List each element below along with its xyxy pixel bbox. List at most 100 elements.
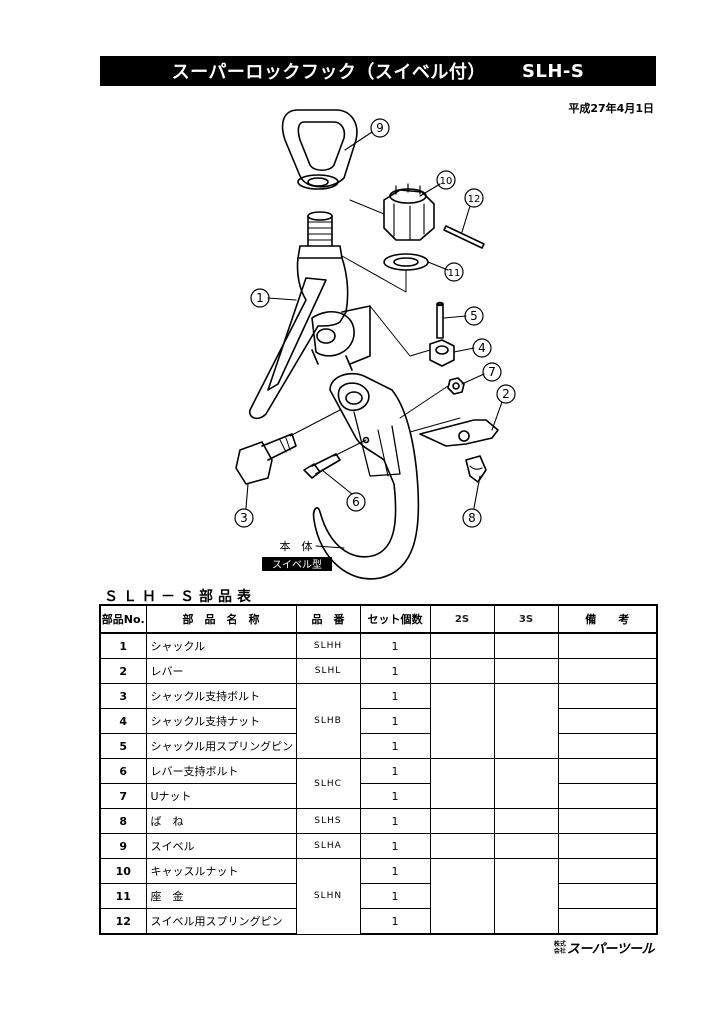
part-no: 12 (99, 908, 147, 935)
part-name: シャックル支持ボルト (145, 683, 297, 709)
table-header-row: 部品No. 部 品 名 称 品 番 セット個数 2S 3S 備 考 (99, 604, 658, 634)
part-code: SLHC (295, 758, 361, 809)
table-row: 2 レバー SLHL 1 (99, 658, 658, 684)
shackle-bolt-part (235, 433, 297, 485)
model-code: SLH-S (521, 60, 585, 82)
table-row: 9 スイベル SLHA 1 (99, 833, 658, 859)
callout-7: 7 (488, 365, 496, 379)
washer-part (383, 253, 429, 271)
callout-11: 11 (448, 268, 461, 279)
header-2s: 2S (429, 604, 495, 634)
shackle-part (248, 257, 371, 420)
part-code: SLHN (295, 858, 361, 935)
header-remarks: 備 考 (557, 604, 658, 634)
callout-5: 5 (470, 309, 478, 323)
table-row: 6 レバー支持ボルト SLHC 1 (99, 758, 658, 809)
header-name: 部 品 名 称 (145, 604, 297, 634)
parts-table-title: ＳＬＨ－Ｓ部品表 (104, 589, 256, 605)
company-prefix-line-1: 株式 (553, 940, 566, 948)
callout-9: 9 (376, 121, 384, 135)
part-no: 6 (99, 758, 147, 784)
part-qty: 1 (359, 733, 431, 759)
callout-10: 10 (440, 176, 453, 187)
part-code: SLHB (295, 683, 361, 759)
part-name: ば ね (145, 808, 297, 834)
issue-date: 平成27年4月1日 (568, 102, 654, 115)
callout-2: 2 (502, 387, 510, 401)
exploded-parts-drawing: 9 10 12 11 5 4 7 2 8 6 3 1 本 体 スイベル型 (234, 109, 516, 580)
company-logo: 株式 会社 スーパーツール (553, 938, 655, 958)
table-row: 12 スイベル用スプリングピン 1 (99, 908, 658, 935)
table-row: 1 シャックル SLHH 1 (99, 632, 658, 659)
callout-4: 4 (478, 341, 486, 355)
part-name: シャックル用スプリングピン (145, 733, 297, 759)
callout-3: 3 (240, 511, 248, 525)
part-no: 7 (99, 783, 147, 809)
part-no: 4 (99, 708, 147, 734)
part-name: レバー (145, 658, 297, 684)
part-qty: 1 (359, 908, 431, 935)
header-3s: 3S (493, 604, 559, 634)
hook-body-part (312, 372, 420, 580)
part-code: SLHS (295, 808, 361, 834)
company-prefix-line-2: 会社 (553, 947, 566, 955)
lever-part (409, 417, 499, 447)
table-row: 10 キャッスルナット SLHN 1 (99, 858, 658, 935)
part-qty: 1 (359, 632, 431, 659)
company-name: スーパーツール (566, 942, 655, 957)
part-qty: 1 (359, 783, 431, 809)
part-no: 11 (99, 883, 147, 909)
part-name: スイベル用スプリングピン (145, 908, 297, 935)
table-row: 5 シャックル用スプリングピン 1 (99, 733, 658, 759)
table-row: 4 シャックル支持ナット 1 (99, 708, 658, 734)
header-qty: セット個数 (359, 604, 431, 634)
title-text: スーパーロックフック（スイベル付） (171, 62, 486, 83)
header-no: 部品No. (99, 604, 147, 634)
callout-8: 8 (468, 511, 476, 525)
body-label: 本 体 (280, 539, 313, 553)
part-no: 9 (99, 833, 147, 859)
part-name: キャッスルナット (145, 858, 297, 884)
part-name: スイベル (145, 833, 297, 859)
threaded-shank (297, 211, 343, 259)
lever-bolt-part (303, 453, 341, 479)
part-qty: 1 (359, 833, 431, 859)
callout-12: 12 (468, 194, 481, 205)
part-no: 5 (99, 733, 147, 759)
table-row: 3 シャックル支持ボルト SLHB 1 (99, 683, 658, 759)
company-prefix: 株式 会社 (553, 941, 567, 955)
part-code: SLHH (295, 632, 361, 659)
callout-circles (234, 118, 516, 528)
spring-pin-swivel-part (443, 225, 485, 249)
part-no: 10 (99, 858, 147, 884)
part-no: 3 (99, 683, 147, 709)
part-qty: 1 (359, 808, 431, 834)
table-row: 8 ば ね SLHS 1 (99, 808, 658, 834)
swivel-type-label: スイベル型 (272, 558, 322, 571)
part-no: 1 (99, 632, 147, 659)
part-name: シャックル支持ナット (145, 708, 297, 734)
table-row: 11 座 金 1 (99, 883, 658, 909)
castle-nut-part (383, 183, 435, 241)
part-name: シャックル (145, 632, 297, 659)
part-name: レバー支持ボルト (145, 758, 297, 784)
part-no: 8 (99, 808, 147, 834)
callout-1: 1 (256, 291, 264, 305)
table-row: 7 Uナット 1 (99, 783, 658, 809)
part-name: Uナット (145, 783, 297, 809)
part-qty: 1 (359, 858, 431, 884)
header-code: 品 番 (295, 604, 361, 634)
part-code: SLHA (295, 833, 361, 859)
page-title: スーパーロックフック（スイベル付） SLH-S (100, 56, 656, 86)
part-qty: 1 (359, 683, 431, 709)
shackle-spring-pin-part (436, 301, 444, 339)
spring-part (465, 455, 487, 483)
part-code: SLHL (295, 658, 361, 684)
parts-table: 部品No. 部 品 名 称 品 番 セット個数 2S 3S 備 考 1 シャック… (99, 604, 658, 935)
part-qty: 1 (359, 658, 431, 684)
u-nut-part (447, 377, 465, 395)
callout-leaders (245, 131, 503, 509)
swivel-eye-part (281, 109, 358, 190)
shackle-nut-part (429, 339, 455, 367)
part-qty: 1 (359, 708, 431, 734)
